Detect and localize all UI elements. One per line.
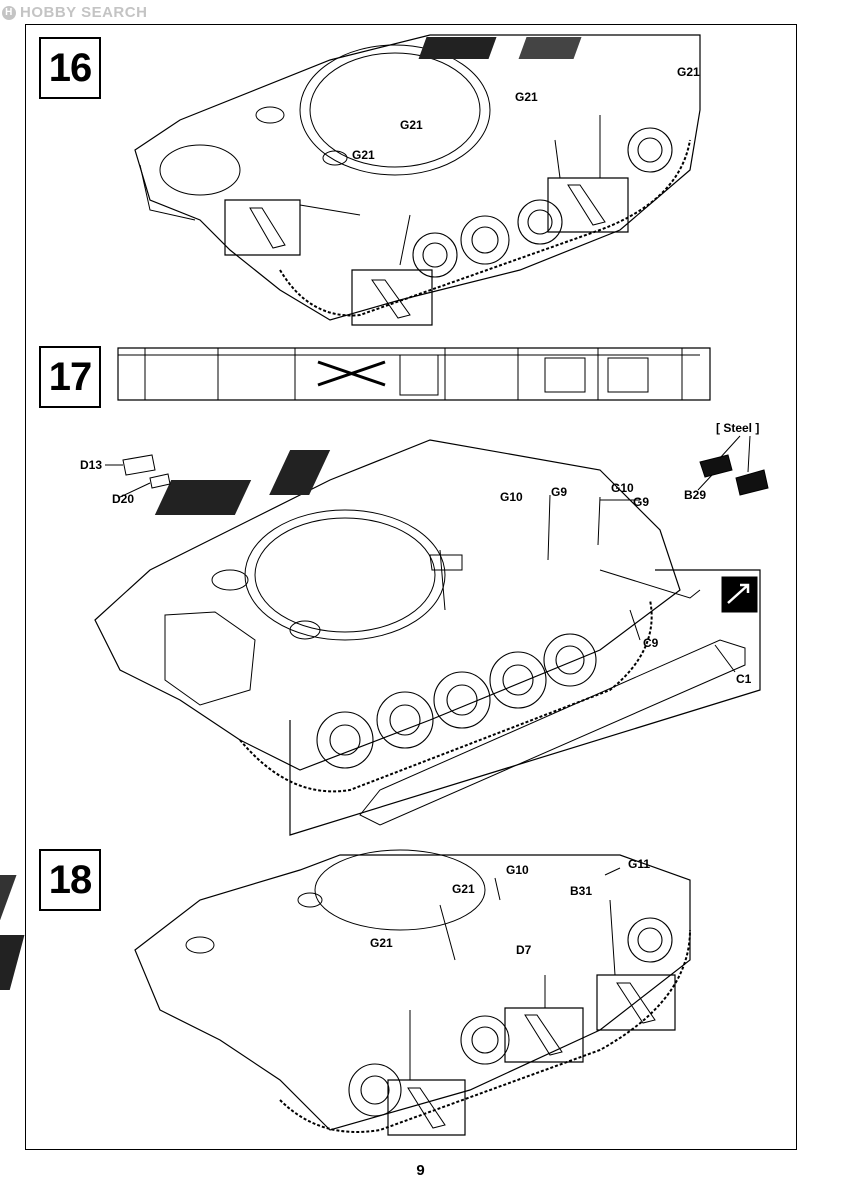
- steel-material-note: [ Steel ]: [716, 421, 760, 435]
- page-number: 9: [416, 1162, 425, 1179]
- part-callout-d20: D20: [112, 492, 135, 506]
- part-callout-g10: G10: [611, 481, 634, 495]
- part-callout-g9: G9: [551, 485, 568, 499]
- step-16-number: 16: [39, 37, 101, 99]
- part-callout-g21: G21: [400, 118, 423, 132]
- part-callout-g21: G21: [352, 148, 375, 162]
- part-callout-d13: D13: [80, 458, 103, 472]
- part-callout-g21: G21: [677, 65, 700, 79]
- part-callout-g10: G10: [506, 863, 529, 877]
- part-callout-c9: C9: [643, 636, 659, 650]
- page-frame: [25, 24, 797, 1150]
- part-callout-d7: D7: [516, 943, 532, 957]
- part-callout-g9: G9: [633, 495, 650, 509]
- part-callout-g10: G10: [500, 490, 523, 504]
- step-17-side-panel-drawing: [117, 347, 711, 401]
- step-17-number: 17: [39, 346, 101, 408]
- part-callout-g21: G21: [370, 936, 393, 950]
- watermark-logo-text: HOBBY SEARCH: [20, 4, 148, 21]
- part-callout-g21: G21: [515, 90, 538, 104]
- step-16-hull-drawing: [134, 34, 701, 326]
- watermark-logo-mark: H: [2, 5, 16, 20]
- step-18-number: 18: [39, 849, 101, 911]
- step-18-hull-drawing: [0, 849, 691, 1136]
- part-callout-g21: G21: [452, 882, 475, 896]
- part-callout-b31: B31: [570, 884, 593, 898]
- step-17-hull-drawing: [94, 435, 769, 836]
- part-callout-b29: B29: [684, 488, 707, 502]
- part-callout-g11: G11: [628, 857, 651, 871]
- hobby-search-watermark: H HOBBY SEARCH: [2, 4, 147, 21]
- part-callout-c1: C1: [736, 672, 752, 686]
